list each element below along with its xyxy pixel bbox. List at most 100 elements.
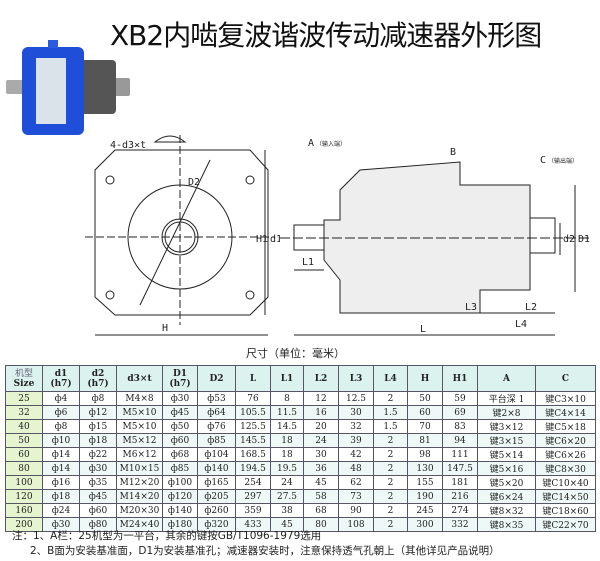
table-cell: 80 (5, 461, 43, 476)
table-cell: ф64 (197, 405, 236, 420)
table-cell: 12.5 (338, 391, 374, 406)
header-line: A (503, 373, 510, 384)
table-cell: 69 (442, 405, 478, 420)
table-cell: 27.5 (270, 489, 304, 504)
table-cell: 30 (338, 405, 374, 420)
table-cell: 键C8×30 (535, 461, 596, 476)
table-cell: ф30 (42, 517, 80, 532)
table-cell: 254 (235, 475, 271, 490)
table-cell: 58 (303, 489, 339, 504)
table-cell: 19.5 (270, 461, 304, 476)
header-line: L1 (280, 373, 294, 384)
d2-label: d2 (563, 234, 575, 245)
column-header: L (235, 365, 271, 392)
column-header: H (407, 365, 443, 392)
a-label: A (308, 138, 314, 149)
c-label: C (540, 155, 546, 166)
table-cell: 181 (442, 475, 478, 490)
front-view-drawing: 4-d3×t D2 H1 d1 H (85, 135, 280, 336)
table-cell: 32 (5, 405, 43, 420)
table-cell: M12×20 (116, 475, 163, 490)
table-cell: 160 (5, 503, 43, 518)
table-cell: 70 (407, 419, 443, 434)
table-cell: 155 (407, 475, 443, 490)
table-cell: ф140 (162, 503, 198, 518)
d1-label: D1 (578, 234, 590, 245)
table-cell: 键C3×10 (535, 391, 596, 406)
column-header: A (477, 365, 536, 392)
table-cell: ф180 (162, 517, 198, 532)
table-cell: 98 (407, 447, 443, 462)
column-header: L2 (303, 365, 339, 392)
table-cell: 键5×14 (477, 447, 536, 462)
table-cell: ф14 (42, 461, 80, 476)
column-header: d2(h7) (79, 365, 117, 392)
table-cell: 键C10×40 (535, 475, 596, 490)
table-cell: 42 (338, 447, 374, 462)
table-cell: ф320 (197, 517, 236, 532)
l-label: L (420, 324, 426, 335)
table-cell: 300 (407, 517, 443, 532)
table-cell: 60 (5, 447, 43, 462)
table-cell: M6×12 (116, 447, 163, 462)
product-photo (6, 40, 130, 135)
table-cell: 2 (373, 489, 408, 504)
column-header: L3 (338, 365, 374, 392)
table-cell: 12 (303, 391, 339, 406)
table-cell: 键3×12 (477, 419, 536, 434)
h-label: H (162, 323, 168, 334)
table-cell: 18 (270, 447, 304, 462)
table-cell: 平台深 1 (477, 391, 536, 406)
table-cell: 50 (407, 391, 443, 406)
table-cell: M20×30 (116, 503, 163, 518)
header-line: d2 (91, 368, 105, 379)
table-cell: 8 (270, 391, 304, 406)
table-cell: ф120 (162, 489, 198, 504)
table-cell: 125.5 (235, 419, 271, 434)
table-cell: 108 (338, 517, 374, 532)
table-cell: ф68 (162, 447, 198, 462)
table-cell: 键5×20 (477, 475, 536, 490)
header-line: 机型 (14, 368, 33, 379)
table-cell: 359 (235, 503, 271, 518)
table-cell: ф6 (42, 405, 80, 420)
table-cell: 键C14×50 (535, 489, 596, 504)
header-line: D1 (172, 368, 188, 379)
table-cell: ф18 (42, 489, 80, 504)
holes-label: 4-d3×t (110, 140, 146, 151)
table-cell: 键8×35 (477, 517, 536, 532)
table-cell: M5×12 (116, 433, 163, 448)
table-cell: 键C6×26 (535, 447, 596, 462)
table-cell: ф30 (79, 461, 117, 476)
table-cell: 键C6×20 (535, 433, 596, 448)
header-subline: (h7) (50, 378, 72, 389)
column-header: d1(h7) (42, 365, 80, 392)
table-cell: ф30 (162, 391, 198, 406)
table-cell: ф45 (79, 489, 117, 504)
column-header: L4 (373, 365, 408, 392)
table-cell: 2 (373, 391, 408, 406)
table-cell: ф45 (162, 405, 198, 420)
table-cell: 100 (5, 475, 43, 490)
table-cell: ф140 (197, 461, 236, 476)
table-cell: ф60 (79, 503, 117, 518)
column-header: d3×t (116, 365, 163, 392)
l1-label: L1 (302, 257, 314, 268)
header-line: d3×t (127, 373, 152, 384)
table-cell: 194.5 (235, 461, 271, 476)
table-cell: ф22 (79, 447, 117, 462)
table-cell: 83 (442, 419, 478, 434)
d2-label: D2 (188, 177, 200, 188)
header-subline: (h7) (87, 378, 109, 389)
table-cell: ф18 (79, 433, 117, 448)
table-cell: ф85 (162, 461, 198, 476)
table-cell: 39 (338, 433, 374, 448)
table-cell: ф8 (79, 391, 117, 406)
table-cell: 2 (373, 475, 408, 490)
table-cell: M14×20 (116, 489, 163, 504)
